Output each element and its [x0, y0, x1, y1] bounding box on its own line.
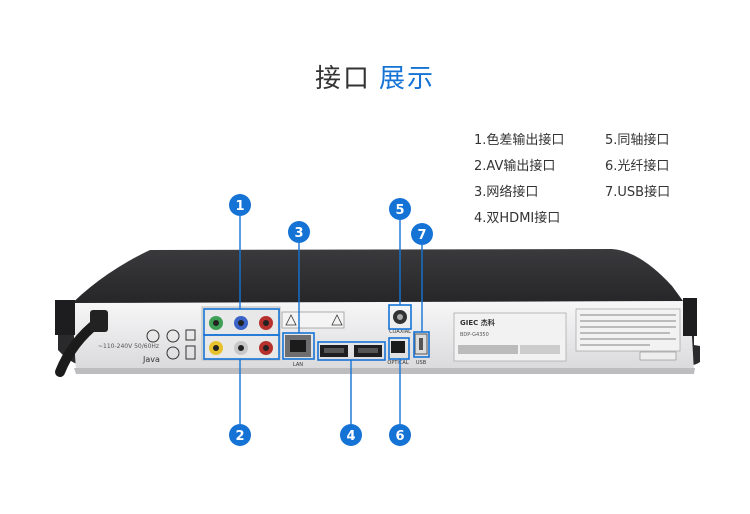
- legend-item: 4.双HDMI接口: [474, 211, 561, 226]
- legend-row: 1.色差输出接口 5.同轴接口: [474, 131, 734, 157]
- brand-sticker: [453, 312, 567, 362]
- usb-port: [414, 333, 428, 355]
- title-part-2: 展示: [379, 64, 436, 94]
- title-part-1: 接口: [314, 64, 371, 94]
- legend-item: 1.色差输出接口: [474, 133, 565, 148]
- lan-port: [285, 335, 311, 357]
- legend-item: 3.网络接口: [474, 185, 539, 200]
- badge-number: 4: [346, 429, 355, 444]
- callout-badge-6: 6: [389, 424, 411, 446]
- legend-row: 3.网络接口 7.USB接口: [474, 183, 734, 209]
- callout-badge-1: 1: [229, 194, 251, 216]
- legend-row: 2.AV输出接口 6.光纤接口: [474, 157, 734, 183]
- callout-badge-7: 7: [411, 223, 433, 245]
- av-port-group: [201, 306, 281, 361]
- lan-label: LAN: [293, 362, 303, 368]
- callout-lines: [239, 216, 423, 424]
- callout-badge-5: 5: [389, 198, 411, 220]
- optical-label: OPTICAL: [387, 360, 408, 366]
- certification-icons: [146, 329, 196, 360]
- badge-number: 2: [235, 429, 244, 444]
- coaxial-port: [393, 310, 407, 324]
- coaxial-label: COAXIAL: [389, 329, 411, 335]
- badge-number: 1: [235, 199, 244, 214]
- warning-label: [281, 311, 345, 329]
- optical-port: [391, 341, 405, 353]
- callout-badge-2: 2: [229, 424, 251, 446]
- legend-row: 4.双HDMI接口: [474, 209, 734, 235]
- legend-item: 6.光纤接口: [605, 159, 670, 174]
- license-label: [575, 308, 681, 361]
- callout-badge-3: 3: [288, 221, 310, 243]
- legend-item: 7.USB接口: [605, 185, 671, 200]
- page-title: 接口展示: [0, 58, 750, 95]
- port-legend: 1.色差输出接口 5.同轴接口 2.AV输出接口 6.光纤接口 3.网络接口 7…: [474, 131, 734, 235]
- badge-number: 3: [294, 226, 303, 241]
- model-label: BDP-G4350: [460, 332, 489, 338]
- legend-item: 5.同轴接口: [605, 133, 670, 148]
- usb-label: USB: [416, 360, 427, 366]
- legend-item: 2.AV输出接口: [474, 159, 556, 174]
- badge-number: 5: [395, 203, 404, 218]
- hdmi-ports: [320, 345, 382, 357]
- callout-badge-4: 4: [340, 424, 362, 446]
- badge-number: 6: [395, 429, 404, 444]
- brand-label: GIEC 杰科: [460, 318, 495, 327]
- badge-number: 7: [417, 228, 426, 243]
- power-label: ~110-240V 50/60Hz: [98, 343, 159, 350]
- power-cord: [55, 310, 108, 377]
- java-logo: Java: [142, 355, 160, 364]
